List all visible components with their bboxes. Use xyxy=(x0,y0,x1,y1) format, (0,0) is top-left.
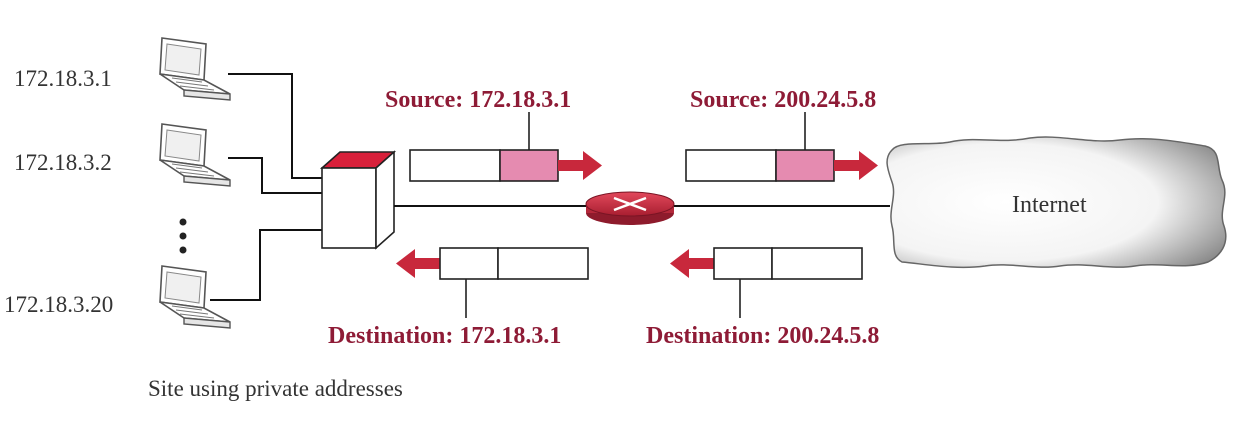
host-address-3: 172.18.3.20 xyxy=(4,292,113,317)
diagram-caption: Site using private addresses xyxy=(148,376,403,401)
destination-global-label: Destination: 200.24.5.8 xyxy=(646,323,879,349)
source-global-label: Source: 200.24.5.8 xyxy=(690,87,876,113)
incoming-packet-private xyxy=(396,247,589,280)
laptop-icon xyxy=(159,37,231,101)
more-hosts-ellipsis xyxy=(179,218,187,254)
host-address-1: 172.18.3.1 xyxy=(14,66,112,91)
switch-icon xyxy=(319,150,397,250)
destination-private-label: Destination: 172.18.3.1 xyxy=(328,323,561,349)
lan-cables xyxy=(210,73,322,301)
outgoing-packet-global xyxy=(685,149,878,182)
internet-cloud xyxy=(886,136,1227,269)
incoming-packet-global xyxy=(670,247,863,280)
outgoing-packet-private xyxy=(409,149,602,182)
internet-label: Internet xyxy=(1012,192,1087,218)
source-private-label: Source: 172.18.3.1 xyxy=(385,87,571,113)
laptop-icon xyxy=(159,265,231,329)
router-icon xyxy=(585,191,675,225)
host-address-2: 172.18.3.2 xyxy=(14,150,112,175)
laptop-icon xyxy=(159,123,231,187)
